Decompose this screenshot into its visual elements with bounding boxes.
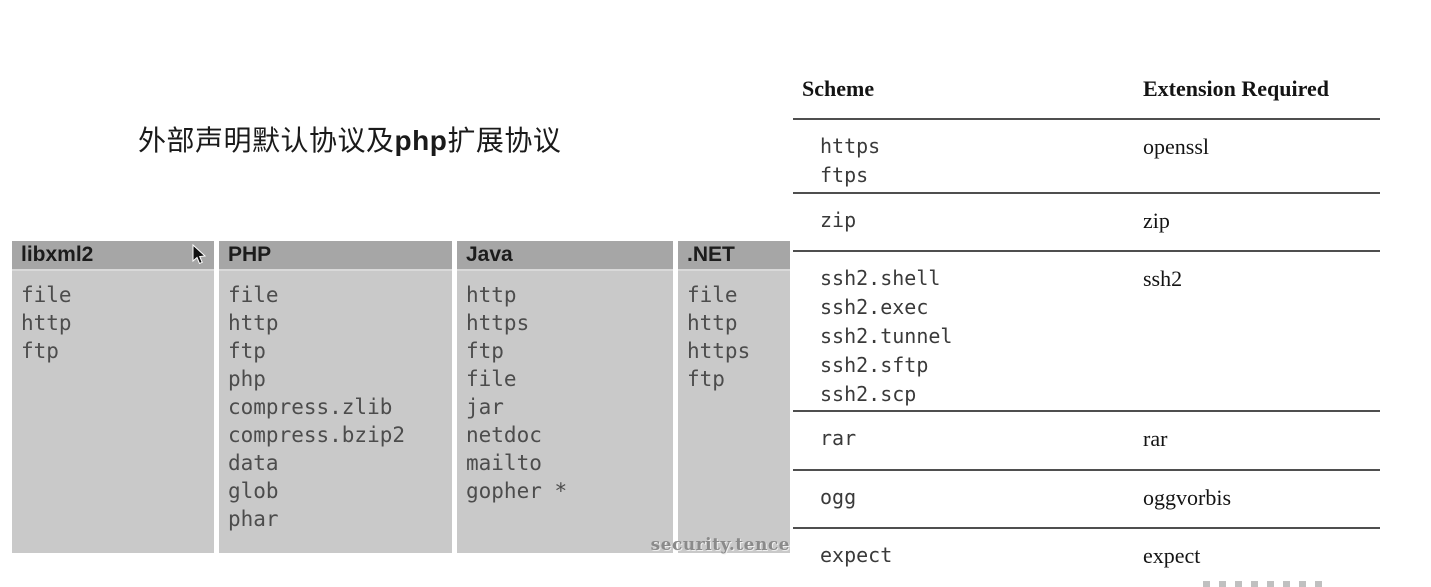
protocol-item: php <box>228 367 266 391</box>
protocol-item: mailto <box>466 451 542 475</box>
protocol-item: https <box>466 311 530 335</box>
protocol-item: compress.bzip2 <box>228 423 406 447</box>
protocol-item: http <box>228 311 279 335</box>
table-row: ogg oggvorbis <box>793 471 1380 529</box>
column-header: Java <box>457 241 673 271</box>
cutoff-text-fragment <box>1203 581 1323 587</box>
scheme-value: zip <box>820 208 857 232</box>
mouse-cursor-icon <box>192 243 207 266</box>
protocol-item: gopher * <box>466 479 568 503</box>
protocol-item: ftp <box>466 339 504 363</box>
scheme-value: expect <box>820 543 893 567</box>
scheme-cell: ogg <box>793 483 1143 527</box>
scheme-value: ssh2.sftp <box>820 353 929 377</box>
scheme-extension-table: Scheme Extension Required https ftps opens… <box>793 60 1380 587</box>
scheme-cell: expect <box>793 541 1143 587</box>
column-header: libxml2 <box>12 241 214 271</box>
protocol-item: ftp <box>21 339 59 363</box>
title-bold-php: php <box>394 125 448 156</box>
scheme-value: ssh2.scp <box>820 382 917 406</box>
extension-cell: oggvorbis <box>1143 485 1231 510</box>
protocol-item: phar <box>228 507 279 531</box>
column-body: file http ftp php compress.zlib compress.bzip… <box>219 271 452 553</box>
extension-cell: ssh2 <box>1143 266 1183 291</box>
scheme-value: ftps <box>820 163 869 187</box>
protocol-item: http <box>687 311 738 335</box>
extension-cell: rar <box>1143 426 1168 451</box>
table-column: libxml2 file http ftp <box>12 241 214 553</box>
protocol-item: file <box>21 283 72 307</box>
table-row: rar rar <box>793 412 1380 471</box>
scheme-value: ogg <box>820 485 857 509</box>
title-suffix: 扩展协议 <box>447 125 562 156</box>
protocol-item: https <box>687 339 751 363</box>
protocol-item: netdoc <box>466 423 542 447</box>
column-header-scheme: Scheme <box>802 76 875 101</box>
table-header-row: Scheme Extension Required <box>793 60 1380 120</box>
scheme-cell: rar <box>793 424 1143 469</box>
scheme-value: ssh2.tunnel <box>820 324 953 348</box>
table-row: https ftps openssl <box>793 120 1380 194</box>
protocol-item: compress.zlib <box>228 395 393 419</box>
protocol-item: http <box>466 283 517 307</box>
column-header: .NET <box>678 241 790 271</box>
protocol-item: file <box>228 283 279 307</box>
table-column: Java http https ftp file jar netdoc mailto gophe… <box>457 241 673 553</box>
scheme-cell: https ftps <box>793 132 1143 192</box>
table-row: zip zip <box>793 194 1380 252</box>
column-body: file http https ftp <box>678 271 790 553</box>
scheme-value: https <box>820 134 881 158</box>
protocol-item: jar <box>466 395 504 419</box>
column-header-extension: Extension Required <box>1143 76 1330 101</box>
extension-cell: openssl <box>1143 134 1209 159</box>
protocol-item: ftp <box>687 367 725 391</box>
table-row: expect expect <box>793 529 1380 587</box>
protocol-item: data <box>228 451 279 475</box>
watermark-text: security.tence <box>650 535 790 555</box>
column-body: http https ftp file jar netdoc mailto gopher * <box>457 271 673 553</box>
scheme-value: ssh2.exec <box>820 295 929 319</box>
table-column: PHP file http ftp php compress.zlib compress.b… <box>219 241 452 553</box>
protocol-item: file <box>687 283 738 307</box>
page-title: 外部声明默认协议及php扩展协议 <box>138 119 561 159</box>
protocol-item: glob <box>228 479 279 503</box>
scheme-cell: zip <box>793 206 1143 250</box>
scheme-value: rar <box>820 426 857 450</box>
table-column: .NET file http https ftp <box>678 241 790 553</box>
scheme-value: ssh2.shell <box>820 266 941 290</box>
column-body: file http ftp <box>12 271 214 553</box>
column-header: PHP <box>219 241 452 271</box>
extension-cell: zip <box>1143 208 1170 233</box>
protocol-item: file <box>466 367 517 391</box>
extension-cell: expect <box>1143 543 1201 568</box>
scheme-cell: ssh2.shell ssh2.exec ssh2.tunnel ssh2.sftp s… <box>793 264 1143 410</box>
protocol-item: http <box>21 311 72 335</box>
protocol-item: ftp <box>228 339 266 363</box>
table-row: ssh2.shell ssh2.exec ssh2.tunnel ssh2.sftp s… <box>793 252 1380 412</box>
title-prefix: 外部声明默认协议及 <box>138 125 395 156</box>
protocol-comparison-table: libxml2 file http ftp PHP file http ftp php compr… <box>12 241 790 553</box>
